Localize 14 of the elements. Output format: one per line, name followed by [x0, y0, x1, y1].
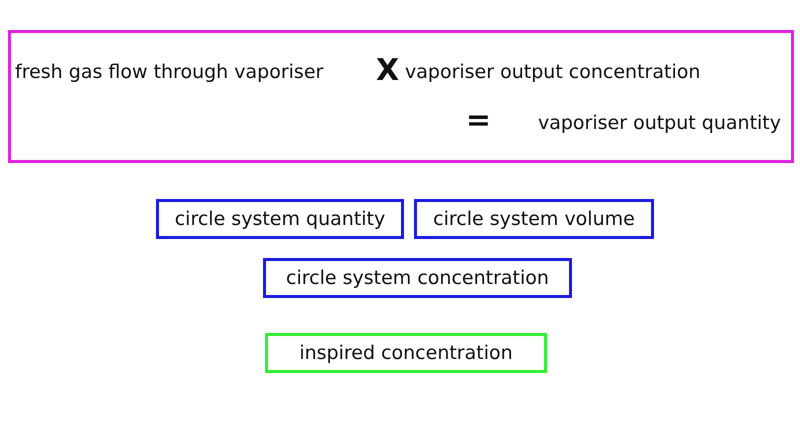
operator-symbol: =: [466, 106, 491, 136]
box-label: circle system volume: [433, 210, 635, 228]
text-box: [414, 199, 654, 239]
box-label: circle system quantity: [174, 210, 386, 228]
text-box: [8, 30, 794, 163]
operator-symbol: X: [376, 56, 400, 86]
box-label: circle system concentration: [286, 268, 549, 288]
text-box: [265, 333, 547, 373]
formula-term: vaporiser output quantity: [538, 114, 781, 133]
text-box: [156, 199, 404, 239]
text-box: [263, 258, 572, 298]
formula-term: fresh gas flow through vaporiser: [15, 63, 324, 82]
formula-term: vaporiser output concentration: [405, 63, 700, 82]
box-label: inspired concentration: [299, 344, 513, 362]
